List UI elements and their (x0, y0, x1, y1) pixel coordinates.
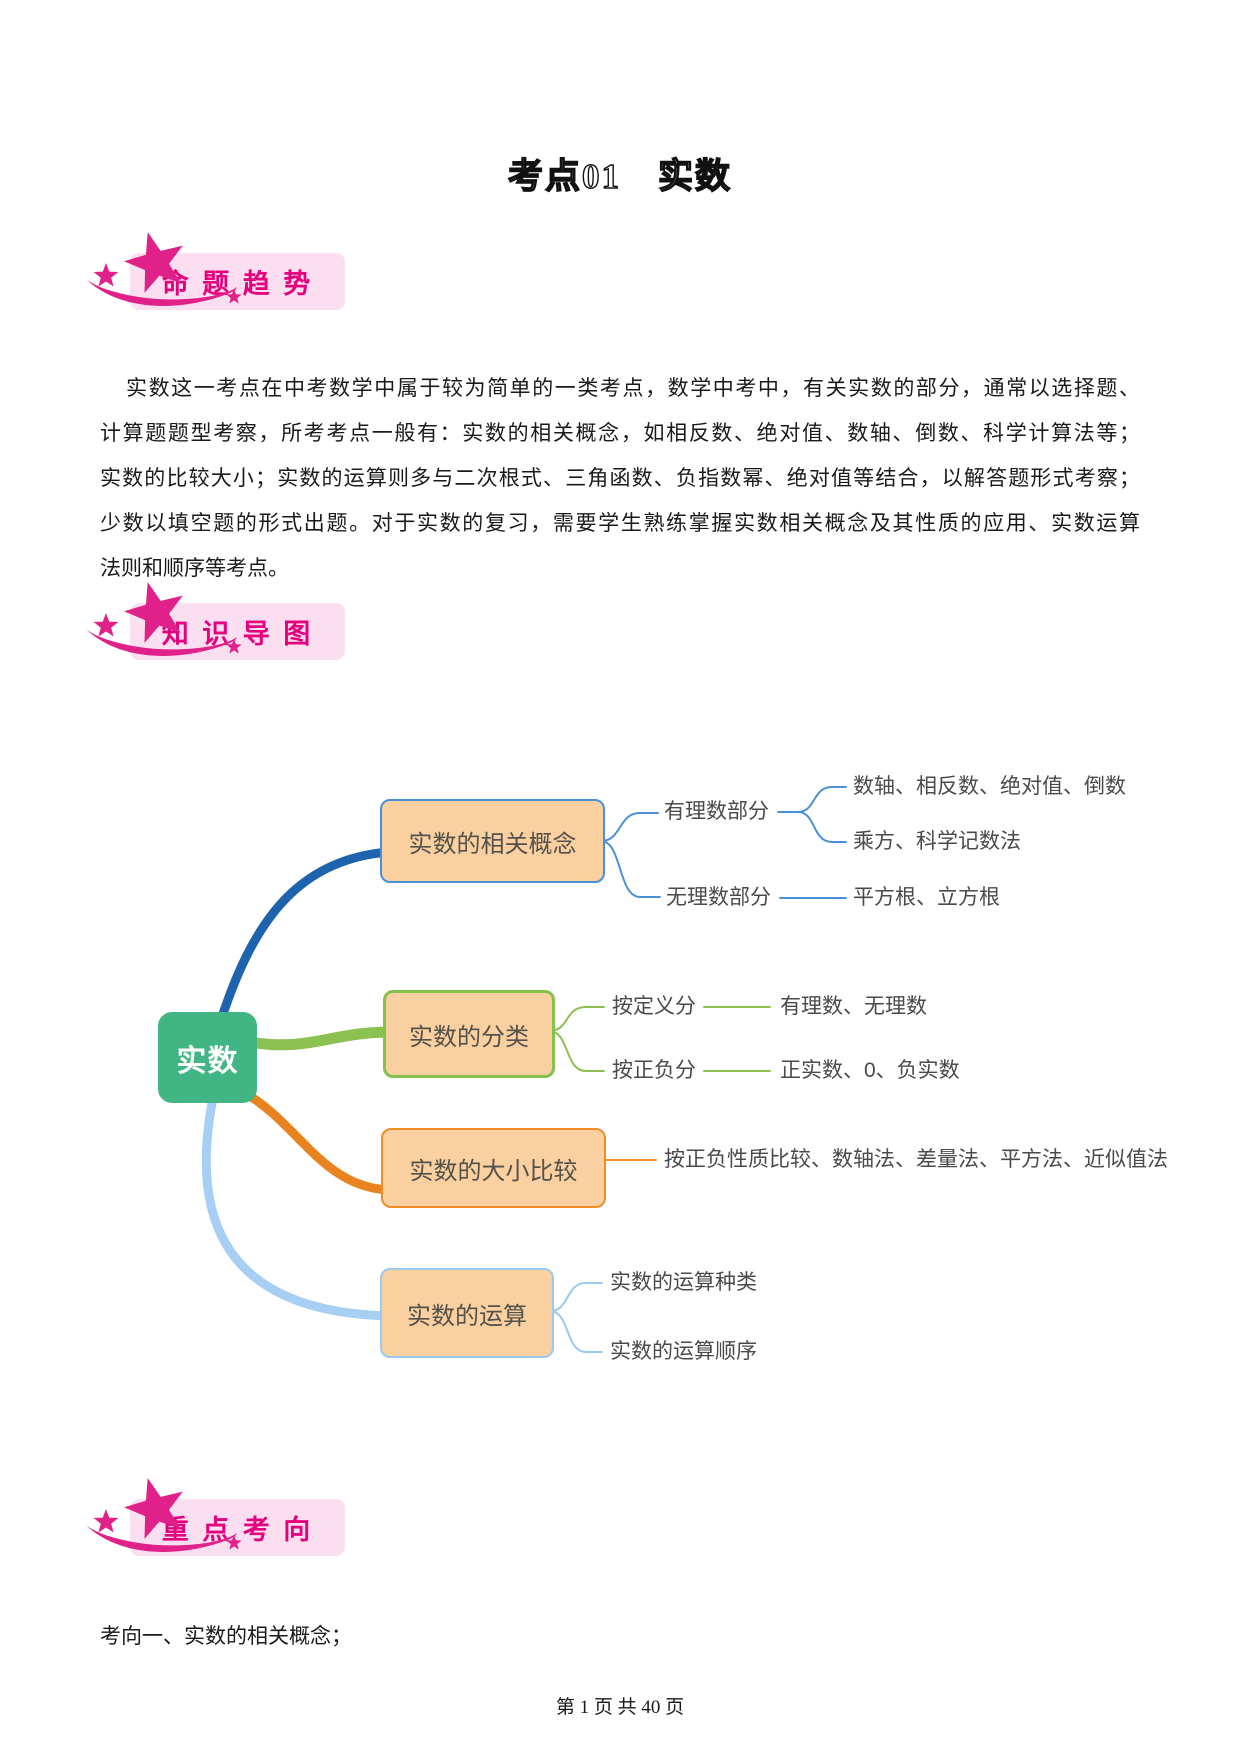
mindmap-label-power-notation: 乘方、科学记数法 (853, 830, 1021, 853)
mindmap-box-concepts: 实数的相关概念 (380, 799, 605, 883)
focus-item-1: 考向一、实数的相关概念； (100, 1625, 352, 1648)
mindmap-label-rational-part: 有理数部分 (664, 800, 769, 823)
intro-line: 实数的比较大小；实数的运算则多与二次根式、三角函数、负指数幂、绝对值等结合，以解… (100, 467, 1140, 490)
page-footer: 第 1 页 共 40 页 (555, 1697, 685, 1718)
mindmap-box-classification: 实数的分类 (383, 990, 555, 1078)
mindmap-label-irrational-part: 无理数部分 (666, 886, 771, 909)
intro-paragraph: 实数这一考点在中考数学中属于较为简单的一类考点，数学中考中，有关实数的部分，通常… (100, 366, 1140, 591)
mindmap-label-roots: 平方根、立方根 (853, 886, 1000, 909)
intro-line: 实数这一考点在中考数学中属于较为简单的一类考点，数学中考中，有关实数的部分，通常… (126, 377, 1140, 400)
mindmap-root-node: 实数 (158, 1012, 257, 1103)
intro-line: 少数以填空题的形式出题。对于实数的复习，需要学生熟练掌握实数相关概念及其性质的应… (100, 512, 1140, 535)
mindmap-label-rational-irrational: 有理数、无理数 (780, 995, 927, 1018)
section-banner-trend: 命 题 趋 势 (0, 229, 420, 329)
star-burst-icon (86, 1478, 242, 1552)
mindmap-label-operation-types: 实数的运算种类 (610, 1271, 757, 1294)
intro-line: 法则和顺序等考点。 (100, 557, 289, 580)
mindmap-label-by-definition: 按定义分 (612, 995, 696, 1018)
mindmap-label-axis-opposite: 数轴、相反数、绝对值、倒数 (853, 775, 1126, 798)
star-burst-icon (86, 582, 242, 656)
mindmap-label-compare-methods: 按正负性质比较、数轴法、差量法、平方法、近似值法 (664, 1148, 1168, 1171)
section-banner-focus: 重 点 考 向 (0, 1475, 420, 1575)
mindmap-box-comparison: 实数的大小比较 (381, 1128, 606, 1208)
mindmap-label-by-sign: 按正负分 (612, 1059, 696, 1082)
mindmap-label-pos-zero-neg: 正实数、0、负实数 (780, 1059, 960, 1082)
page-title: 考点01 实数 (507, 156, 732, 196)
mindmap-box-operations: 实数的运算 (380, 1268, 554, 1358)
section-banner-map: 知 识 导 图 (0, 579, 420, 679)
mindmap-label-operation-order: 实数的运算顺序 (610, 1340, 757, 1363)
star-burst-icon (86, 232, 242, 306)
intro-line: 计算题题型考察，所考考点一般有：实数的相关概念，如相反数、绝对值、数轴、倒数、科… (100, 422, 1140, 445)
